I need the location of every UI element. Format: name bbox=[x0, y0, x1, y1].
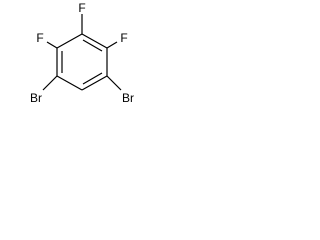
atom-label-fluorine-left: F bbox=[36, 31, 43, 45]
atom-label-fluorine-top: F bbox=[78, 1, 85, 15]
atom-label-bromine-left: Br bbox=[30, 91, 42, 105]
benzene-ring bbox=[56, 33, 108, 91]
bond-c6-c1 bbox=[56, 33, 83, 49]
atom-label-fluorine-right: F bbox=[120, 31, 127, 45]
bond-c4-c5 bbox=[56, 75, 83, 91]
bond-c2-f-right bbox=[106, 41, 118, 49]
bond-c3-c4 bbox=[81, 75, 108, 91]
double-bond-c3-c4 bbox=[82, 72, 103, 85]
bond-c1-c2 bbox=[81, 33, 108, 49]
bond-c5-br-left bbox=[42, 75, 58, 91]
atom-label-bromine-right: Br bbox=[122, 91, 134, 105]
bond-c6-f-left bbox=[46, 41, 58, 49]
bond-c3-br-right bbox=[106, 75, 122, 91]
substituent-bonds bbox=[42, 14, 122, 91]
double-bond-c1-c2 bbox=[82, 39, 103, 52]
structure-diagram: F F F Br Br bbox=[30, 1, 134, 105]
